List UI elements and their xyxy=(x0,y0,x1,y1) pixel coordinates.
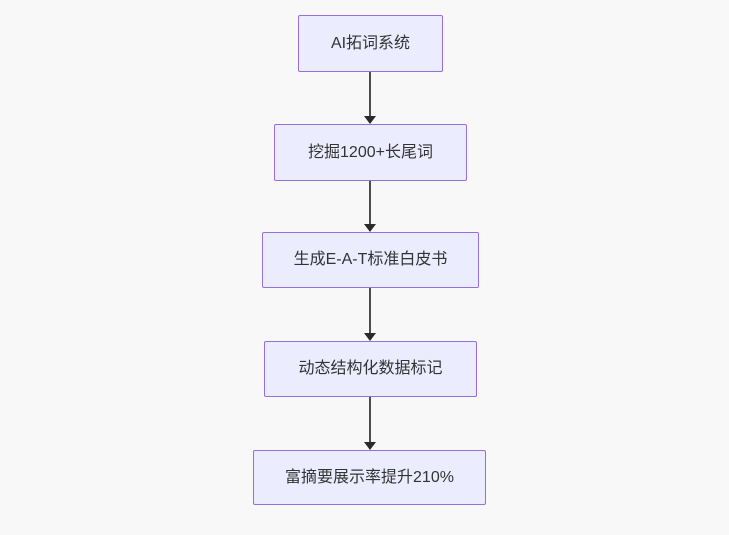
arrow-line xyxy=(369,397,371,442)
flow-node-rich-snippet-rate: 富摘要展示率提升210% xyxy=(253,450,486,505)
flow-node-longtail-mining: 挖掘1200+长尾词 xyxy=(274,124,467,181)
arrowhead-down-icon xyxy=(364,224,376,232)
arrowhead-down-icon xyxy=(364,442,376,450)
flow-arrow-3 xyxy=(364,288,376,341)
flow-arrow-1 xyxy=(364,72,376,124)
node-label: AI拓词系统 xyxy=(330,34,411,52)
flow-node-ai-word-expansion: AI拓词系统 xyxy=(298,15,443,72)
arrow-line xyxy=(369,288,371,333)
node-label: 动态结构化数据标记 xyxy=(298,360,443,378)
flow-arrow-2 xyxy=(364,181,376,232)
flow-arrow-4 xyxy=(364,397,376,450)
node-label: 富摘要展示率提升210% xyxy=(285,468,454,486)
node-label: 挖掘1200+长尾词 xyxy=(308,143,433,161)
arrow-line xyxy=(369,181,371,224)
node-label: 生成E-A-T标准白皮书 xyxy=(293,251,448,269)
arrowhead-down-icon xyxy=(364,333,376,341)
flow-node-eat-whitepaper: 生成E-A-T标准白皮书 xyxy=(262,232,479,288)
flow-node-structured-data-markup: 动态结构化数据标记 xyxy=(264,341,477,397)
arrowhead-down-icon xyxy=(364,116,376,124)
arrow-line xyxy=(369,72,371,116)
